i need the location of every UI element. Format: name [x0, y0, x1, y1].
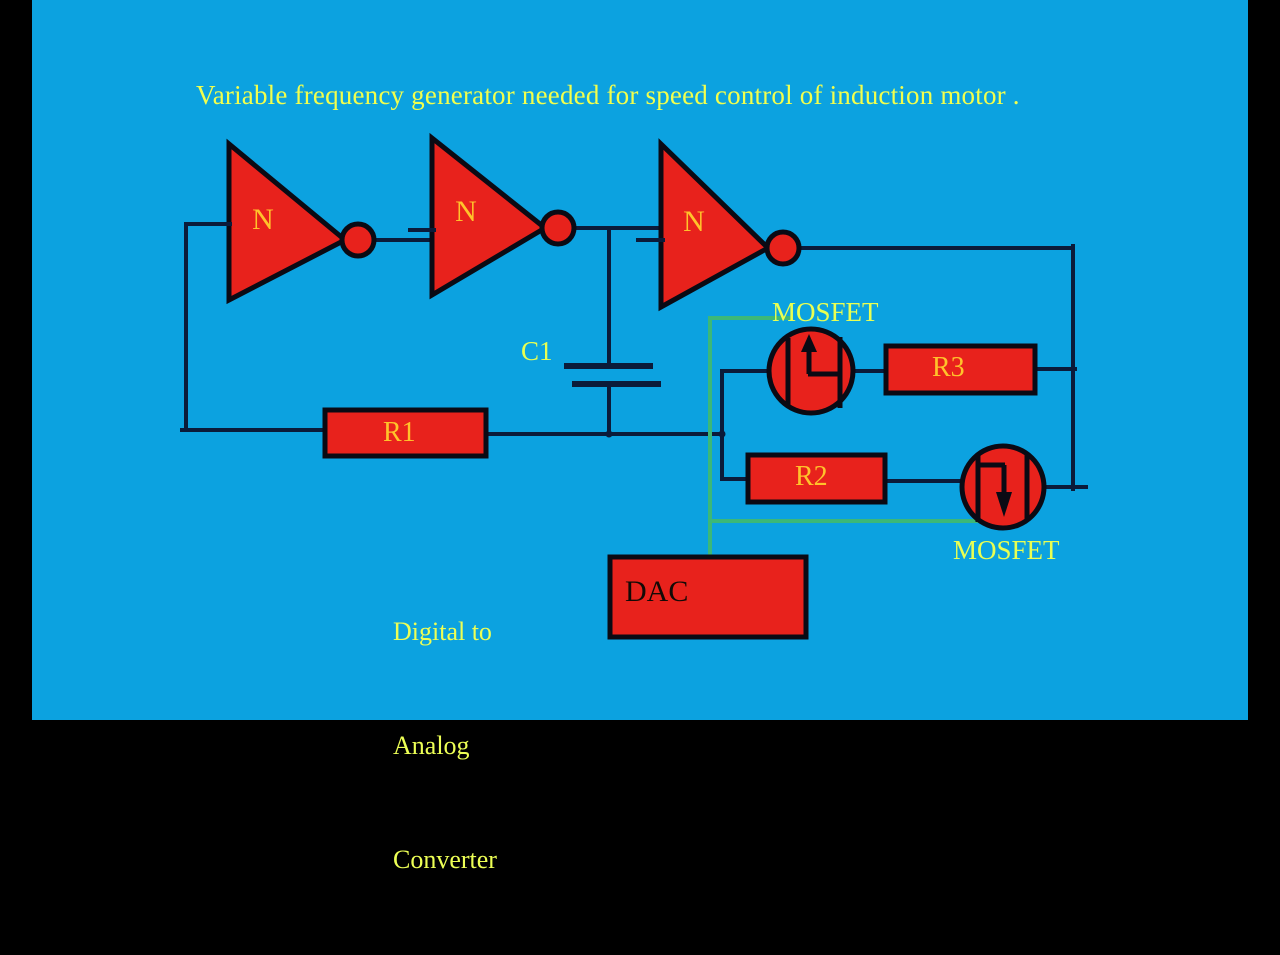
page-title: Variable frequency generator needed for … — [196, 80, 1020, 110]
junction-cap-node — [605, 430, 613, 438]
dac-caption: Digital to Analog Converter — [393, 537, 497, 955]
inverter-3-body — [658, 138, 773, 312]
resistor-r3-label: R3 — [932, 352, 965, 383]
resistor-r2-label: R2 — [795, 461, 828, 492]
mosfet-top-arrowhead — [801, 334, 817, 352]
inverter-2[interactable] — [429, 132, 577, 300]
wire-feedback-loop — [184, 222, 230, 432]
inverter-2-bubble — [539, 209, 577, 247]
inverter-1-bubble — [339, 221, 377, 259]
mosfet-bottom-symbol — [975, 453, 1030, 522]
inverter-2-label: N — [455, 195, 477, 228]
mosfet-top[interactable] — [766, 326, 856, 416]
inverter-3[interactable] — [658, 138, 802, 312]
capacitor-c1-label: C1 — [521, 336, 553, 366]
resistor-r3[interactable] — [883, 343, 1038, 396]
resistor-r1-label: R1 — [383, 417, 416, 448]
resistor-r3-body — [883, 343, 1038, 396]
inverter-3-bubble — [764, 229, 802, 267]
dac-caption-line-1: Digital to — [393, 617, 492, 646]
dac-box — [607, 554, 809, 640]
dac-block[interactable] — [607, 554, 809, 640]
circuit-diagram — [180, 132, 1088, 640]
inverter-input-stubs — [200, 222, 665, 242]
resistor-r1-body — [322, 407, 489, 459]
inverter-2-body — [429, 132, 550, 300]
junction-split-node — [718, 430, 726, 438]
capacitor-c1[interactable] — [564, 363, 661, 387]
resistor-r1[interactable] — [322, 407, 489, 459]
dac-box-label: DAC — [625, 575, 689, 608]
junction-dots — [605, 430, 726, 438]
mosfet-bottom-arrowhead — [996, 492, 1012, 517]
dac-caption-line-3: Converter — [393, 845, 497, 874]
wire-group — [180, 222, 1088, 491]
mosfet-bottom[interactable] — [959, 443, 1047, 531]
mosfet-bottom-label: MOSFET — [953, 535, 1060, 565]
mosfet-top-label: MOSFET — [772, 297, 879, 327]
resistor-r2-body — [745, 452, 888, 505]
control-wire-group — [708, 316, 1002, 558]
inverter-3-label: N — [683, 205, 705, 238]
inverter-1-label: N — [252, 203, 274, 236]
resistor-r2[interactable] — [745, 452, 888, 505]
screenshot-root: Variable frequency generator needed for … — [32, 0, 1248, 874]
dac-caption-line-2: Analog — [393, 731, 470, 760]
